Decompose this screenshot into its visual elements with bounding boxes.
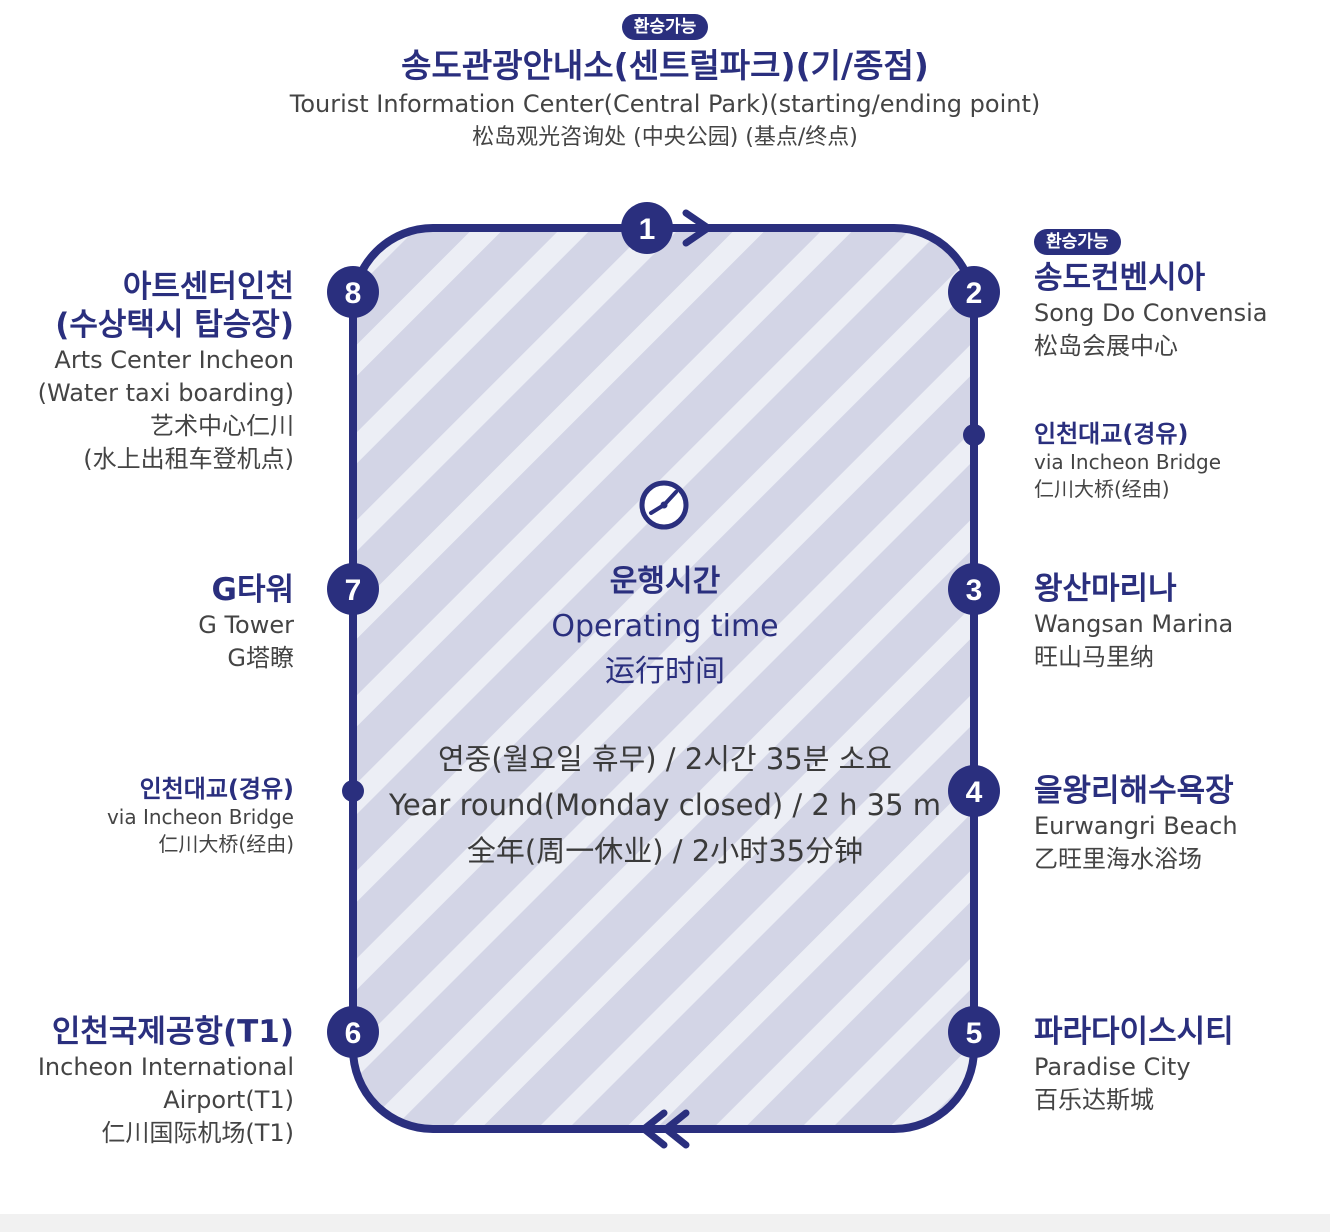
operating-title-en: Operating time xyxy=(551,609,779,644)
direction-arrow-top xyxy=(682,209,712,247)
stop-5-name-ko: 파라다이스시티 xyxy=(1034,1014,1234,1050)
via-left-name-en: via Incheon Bridge xyxy=(106,805,294,829)
stop-2-name-ko: 송도컨벤시아 xyxy=(1034,260,1206,296)
stop-4-name-zh: 乙旺里海水浴场 xyxy=(1034,845,1202,873)
stop-3-label: 왕산마리나 Wangsan Marina 旺山马里纳 xyxy=(1034,570,1233,674)
stop-4-name-ko: 을왕리해수욕장 xyxy=(1034,773,1234,809)
stop-4-label: 을왕리해수욕장 Eurwangri Beach 乙旺里海水浴场 xyxy=(1034,772,1238,876)
stop-marker-4: 4 xyxy=(948,765,1000,817)
stop-number-7: 7 xyxy=(345,574,362,607)
operating-title-ko: 운행시간 xyxy=(609,564,721,599)
stop-number-3: 3 xyxy=(966,574,983,607)
stop-marker-8: 8 xyxy=(327,266,379,318)
stop-6-name-en-2: Airport(T1) xyxy=(163,1086,294,1114)
stop-marker-7: 7 xyxy=(327,563,379,615)
stop-number-2: 2 xyxy=(966,277,983,310)
stop-number-1: 1 xyxy=(639,213,656,246)
stop-7-name-ko: G타워 xyxy=(211,572,295,608)
stop-6-name-ko: 인천국제공항(T1) xyxy=(51,1014,294,1050)
via-left-name-ko: 인천대교(경유) xyxy=(139,775,294,803)
stop-3-name-ko: 왕산마리나 xyxy=(1034,571,1177,607)
start-name-ko: 송도관광안내소(센트럴파크)(기/종점) xyxy=(401,46,929,85)
stop-6-name-en-1: Incheon International xyxy=(37,1053,294,1081)
stop-7-name-en: G Tower xyxy=(198,611,294,639)
via-left-name-zh: 仁川大桥(经由) xyxy=(158,832,294,856)
stop-marker-5: 5 xyxy=(948,1006,1000,1058)
direction-arrow-bottom-1 xyxy=(640,1109,668,1149)
stop-marker-1: 1 xyxy=(621,202,673,254)
stop-6-label: 인천국제공항(T1) Incheon International Airport… xyxy=(38,1013,294,1150)
stop-8-name-zh-2: (水上出租车登机点) xyxy=(83,445,294,473)
stop-marker-6: 6 xyxy=(327,1006,379,1058)
via-right-name-en: via Incheon Bridge xyxy=(1034,450,1222,474)
stop-number-5: 5 xyxy=(966,1017,983,1050)
stop-8-label: 아트센터인천 (수상택시 탑승장) Arts Center Incheon (W… xyxy=(38,268,294,476)
stop-7-label: G타워 G Tower G塔瞭 xyxy=(198,571,294,675)
stop-8-name-ko-2: (수상택시 탑승장) xyxy=(55,307,294,343)
stop-marker-2: 2 xyxy=(948,266,1000,318)
start-name-en: Tourist Information Center(Central Park)… xyxy=(289,90,1041,118)
operating-time-details: 연중(월요일 휴무) / 2시간 35분 소요 Year round(Monda… xyxy=(360,736,970,874)
stop-number-8: 8 xyxy=(345,277,362,310)
stop-5-label: 파라다이스시티 Paradise City 百乐达斯城 xyxy=(1034,1013,1234,1117)
operating-line-en: Year round(Monday closed) / 2 h 35 m xyxy=(388,788,942,822)
stop-3-name-zh: 旺山马里纳 xyxy=(1034,643,1154,671)
operating-time-heading: 운행시간 Operating time 运行时间 xyxy=(360,560,970,694)
stop-8-name-ko-1: 아트센터인천 xyxy=(122,269,294,305)
stop-number-6: 6 xyxy=(345,1017,362,1050)
direction-arrow-bottom-2 xyxy=(662,1109,690,1149)
clock-icon xyxy=(639,480,689,530)
stop-5-name-en: Paradise City xyxy=(1034,1053,1191,1081)
stop-7-name-zh: G塔瞭 xyxy=(227,644,294,672)
operating-line-zh: 全年(周一休业) / 2小时35分钟 xyxy=(466,834,864,868)
start-name-zh: 松岛观光咨询处 (中央公园) (基点/终点) xyxy=(472,125,858,150)
stop-2-label: 환승가능 송도컨벤시아 Song Do Convensia 松岛会展中心 xyxy=(1034,229,1268,363)
stop-8-name-zh-1: 艺术中心仁川 xyxy=(150,412,294,440)
stop-2-name-en: Song Do Convensia xyxy=(1034,299,1268,327)
stop-marker-3: 3 xyxy=(948,563,1000,615)
bottom-strip xyxy=(0,1214,1330,1232)
via-dot-left xyxy=(342,780,364,802)
via-right-label: 인천대교(경유) via Incheon Bridge 仁川大桥(经由) xyxy=(1034,419,1221,503)
via-right-name-zh: 仁川大桥(经由) xyxy=(1034,477,1170,501)
via-right-name-ko: 인천대교(경유) xyxy=(1034,420,1189,448)
stop-2-name-zh: 松岛会展中心 xyxy=(1034,332,1178,360)
stop-3-name-en: Wangsan Marina xyxy=(1034,610,1234,638)
transfer-badge-stop-2: 환승가능 xyxy=(1034,229,1121,255)
operating-title-zh: 运行时间 xyxy=(605,654,725,689)
stop-8-name-en-2: (Water taxi boarding) xyxy=(37,379,294,407)
via-dot-right xyxy=(963,424,985,446)
stop-number-4: 4 xyxy=(966,776,983,809)
stop-4-name-en: Eurwangri Beach xyxy=(1034,812,1238,840)
stop-6-name-zh: 仁川国际机场(T1) xyxy=(101,1119,294,1147)
stop-8-name-en-1: Arts Center Incheon xyxy=(54,346,294,374)
via-left-label: 인천대교(경유) via Incheon Bridge 仁川大桥(经由) xyxy=(107,774,294,858)
stop-5-name-zh: 百乐达斯城 xyxy=(1034,1086,1154,1114)
transfer-badge-start: 환승가능 xyxy=(621,14,709,40)
operating-line-ko: 연중(월요일 휴무) / 2시간 35분 소요 xyxy=(437,742,892,776)
start-stop-label: 환승가능 송도관광안내소(센트럴파크)(기/종점) Tourist Inform… xyxy=(165,14,1165,154)
